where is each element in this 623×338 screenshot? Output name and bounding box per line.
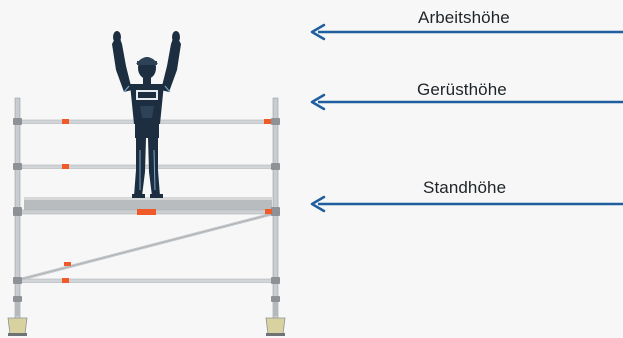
bottom-ledger (16, 278, 278, 283)
frame-connectors (13, 118, 280, 302)
worker-figure-icon (112, 31, 181, 198)
right-foot (265, 302, 286, 336)
standing-height-label: Standhöhe (423, 178, 507, 197)
middle-guardrail (16, 164, 278, 169)
arrow-scaffold-height (310, 93, 623, 111)
working-height-label: Arbeitshöhe (418, 8, 510, 27)
scaffold-height-label: Gerüsthöhe (417, 80, 507, 99)
scaffold-frame (7, 97, 286, 336)
arrow-standing-height (310, 195, 623, 213)
orange-clips (62, 119, 272, 283)
arrow-working-height (310, 23, 623, 41)
left-foot (7, 302, 28, 336)
